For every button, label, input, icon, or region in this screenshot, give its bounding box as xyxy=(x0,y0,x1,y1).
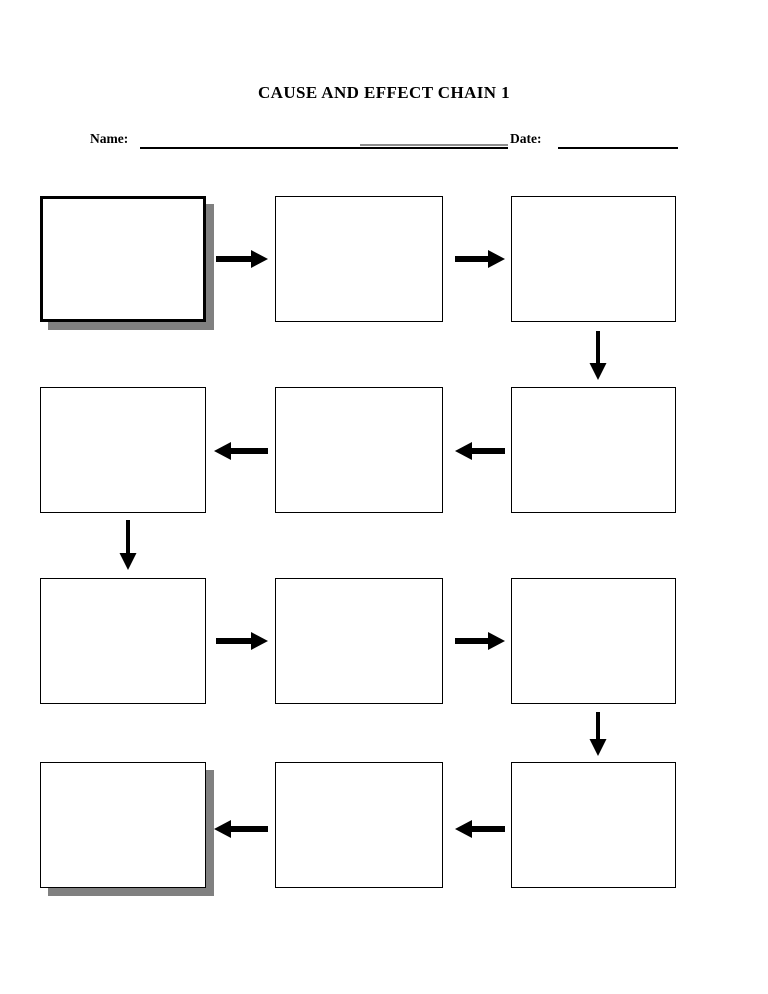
chain-box[interactable] xyxy=(40,578,206,704)
name-input-rule-secondary xyxy=(360,144,508,146)
date-input-rule[interactable] xyxy=(558,147,678,149)
chain-box[interactable] xyxy=(275,196,443,322)
arrow-left-icon xyxy=(214,818,268,840)
arrow-down-icon xyxy=(117,520,139,570)
arrow-right-icon xyxy=(216,630,268,652)
arrow-right-icon xyxy=(216,248,268,270)
arrow-right-icon xyxy=(455,248,505,270)
arrow-right-icon xyxy=(455,630,505,652)
arrow-down-icon xyxy=(587,712,609,756)
chain-box[interactable] xyxy=(511,196,676,322)
arrow-down-icon xyxy=(587,331,609,380)
arrow-left-icon xyxy=(455,818,505,840)
date-label: Date: xyxy=(510,131,542,146)
arrow-left-icon xyxy=(455,440,505,462)
chain-box[interactable] xyxy=(40,196,206,322)
chain-box[interactable] xyxy=(511,578,676,704)
name-label: Name: xyxy=(90,131,129,146)
chain-box[interactable] xyxy=(40,762,206,888)
chain-box[interactable] xyxy=(511,762,676,888)
chain-box[interactable] xyxy=(40,387,206,513)
arrow-left-icon xyxy=(214,440,268,462)
name-date-row: Name: Date: xyxy=(90,130,690,152)
name-input-rule[interactable] xyxy=(140,147,508,149)
chain-box[interactable] xyxy=(511,387,676,513)
chain-box[interactable] xyxy=(275,762,443,888)
chain-box[interactable] xyxy=(275,578,443,704)
page-title: CAUSE AND EFFECT CHAIN 1 xyxy=(257,83,511,102)
chain-box[interactable] xyxy=(275,387,443,513)
